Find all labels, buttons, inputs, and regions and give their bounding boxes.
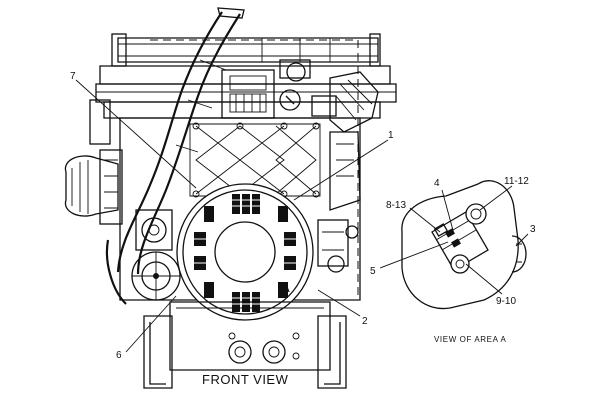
bolt-lower [450, 254, 470, 274]
callout-1: 1 [388, 130, 394, 141]
area-a-marker: A [281, 280, 290, 295]
callout-6: 6 [116, 350, 122, 361]
callout-8-13: 8-13 [386, 200, 406, 211]
area-view-caption: VIEW OF AREA A [434, 335, 506, 344]
callout-2: 2 [362, 316, 368, 327]
callout-11-12: 11-12 [504, 176, 529, 187]
callout-9-10: 9-10 [496, 296, 516, 307]
callout-3: 3 [530, 224, 536, 235]
callout-4: 4 [434, 178, 440, 189]
front-view-callouts: 7 1 2 6 A FRONT VIEW [70, 71, 394, 387]
flywheel-vent-slots [194, 194, 296, 312]
flywheel-hub [214, 221, 276, 283]
front-view-caption: FRONT VIEW [202, 372, 289, 387]
callout-5: 5 [370, 266, 376, 277]
area-a-detail-view [401, 180, 527, 310]
area-a-callouts: 4 11-12 3 8-13 5 9-10 VIEW OF AREA A [370, 176, 536, 344]
callout-7: 7 [70, 71, 76, 82]
bolt-upper [465, 203, 487, 225]
engine-front-view [64, 7, 397, 389]
